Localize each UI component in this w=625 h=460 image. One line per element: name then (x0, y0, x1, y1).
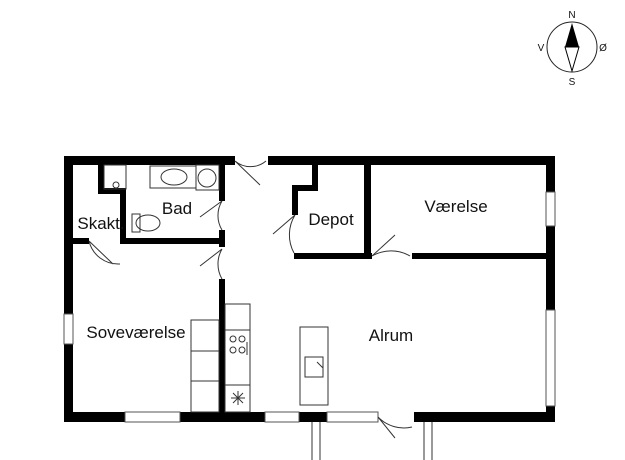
shower-icon (195, 164, 220, 191)
compass-south: S (569, 77, 576, 88)
compass-north: N (568, 10, 575, 21)
kitchen-island (299, 326, 329, 406)
compass-icon: N S V Ø (538, 10, 607, 88)
kitchen (190, 303, 329, 413)
interior-walls (73, 156, 552, 416)
room-label-bad: Bad (162, 199, 192, 218)
room-label-vaerelse: Værelse (424, 197, 487, 216)
terrace-lines (311, 422, 433, 460)
doors (88, 160, 413, 439)
compass-east: Ø (599, 43, 607, 54)
fan-icon (231, 391, 245, 405)
room-label-depot: Depot (308, 210, 354, 229)
wardrobe (190, 319, 220, 413)
room-label-sovevaerelse: Soveværelse (86, 323, 185, 342)
room-labels: Bad Skakt. Depot Værelse Soveværelse Alr… (77, 197, 487, 345)
bathroom-fixtures (103, 164, 220, 233)
kitchen-counter (224, 303, 251, 413)
room-label-skakt: Skakt. (77, 214, 124, 233)
kitchen-sink-icon (304, 356, 324, 378)
outer-walls (64, 156, 555, 422)
compass-west: V (538, 43, 545, 54)
toilet-icon (131, 213, 161, 233)
sink-icon (149, 165, 197, 189)
stove-icon (229, 335, 248, 355)
room-label-alrum: Alrum (369, 326, 413, 345)
wall-sink-icon (103, 164, 127, 190)
